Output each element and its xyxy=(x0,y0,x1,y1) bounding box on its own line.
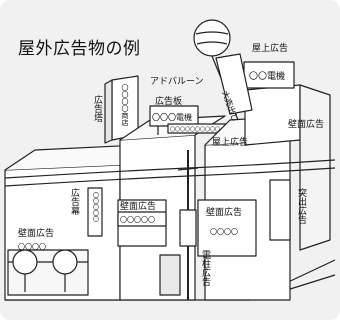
label-wall-ad-left-sign: 〇〇〇〇 xyxy=(18,243,46,251)
label-banner-text: 〇〇〇〇〇 xyxy=(92,192,99,222)
tree xyxy=(52,249,78,275)
label-utility-pole-ad: 電柱広告 xyxy=(200,250,211,287)
power-lines-2 xyxy=(4,167,336,187)
rooftop-ad-top xyxy=(243,61,295,89)
label-wall-ad-left: 壁面広告 xyxy=(18,227,54,239)
label-projecting-ad: 突出広告 xyxy=(296,187,307,225)
label-strip-sign: 〇〇〇〇〇〇〇〇〇〇 xyxy=(170,127,220,133)
label-wall-ad-top-right: 壁面広告 xyxy=(288,118,324,130)
projecting-sign xyxy=(269,179,291,241)
label-wall-ad-right-building: 壁面広告 xyxy=(206,206,242,218)
label-advertising-tower: 広告塔 xyxy=(92,94,103,123)
label-advertising-balloon: アドバルーン xyxy=(150,76,204,87)
label-billboard-sign: 〇〇〇電機 xyxy=(152,112,192,122)
label-wall-ad-center-sign: 〇〇〇〇〇 xyxy=(120,216,155,224)
advertising-tower-side xyxy=(104,79,113,144)
label-banner-ad: 広告幕 xyxy=(69,187,80,215)
balloon-banner xyxy=(215,53,253,115)
center-wall-ad-board xyxy=(117,211,167,227)
label-billboard: 広告板 xyxy=(155,95,182,107)
right-storefront xyxy=(197,199,257,257)
advertising-balloon xyxy=(193,19,231,57)
balloon-stripes xyxy=(195,31,229,45)
label-rooftop-ad-top-sign: 〇〇電機 xyxy=(249,70,285,82)
label-rooftop-ad-mid: 屋上広告 xyxy=(212,136,248,148)
far-right-tower xyxy=(299,84,331,251)
label-tower-text: 〇〇〇〇商店 xyxy=(121,84,129,127)
tree xyxy=(12,249,38,275)
pole-crossbar xyxy=(177,167,199,171)
phone-booth xyxy=(159,254,181,296)
diagram-title: 屋外広告物の例 xyxy=(18,39,141,59)
pole-ad-plate xyxy=(179,209,197,247)
label-wall-ad-right-sign: 〇〇〇〇 xyxy=(210,228,238,236)
power-lines xyxy=(4,159,336,179)
label-rooftop-ad-top: 屋上広告 xyxy=(252,42,288,54)
far-right-building xyxy=(244,84,301,146)
label-wall-ad-center: 壁面広告 xyxy=(120,200,156,212)
banner-ad xyxy=(87,187,103,237)
